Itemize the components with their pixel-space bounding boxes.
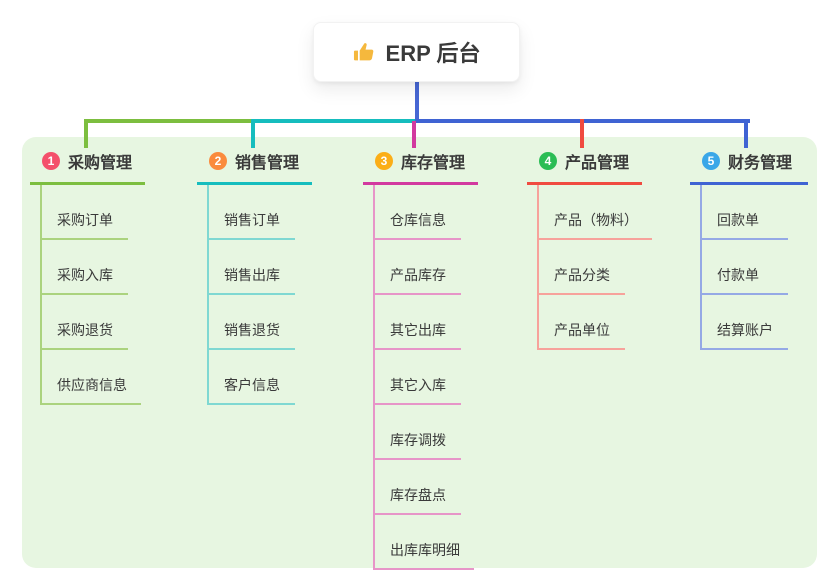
node-item[interactable]: 销售订单 xyxy=(207,185,295,240)
branch-items: 仓库信息产品库存其它出库其它入库库存调拨库存盘点出库库明细 xyxy=(373,185,478,570)
branch-label: 财务管理 xyxy=(728,155,793,172)
node-item[interactable]: 产品单位 xyxy=(537,295,625,350)
branch-items: 销售订单销售出库销售退货客户信息 xyxy=(207,185,312,405)
node-item[interactable]: 销售退货 xyxy=(207,295,295,350)
node-item[interactable]: 产品分类 xyxy=(537,240,625,295)
root-stem-line xyxy=(415,82,419,123)
node-item[interactable]: 结算账户 xyxy=(700,295,788,350)
branches-panel xyxy=(22,137,817,568)
branch-node[interactable]: 4 产品管理 xyxy=(527,143,642,185)
branch-number-badge: 3 xyxy=(375,152,393,170)
root-node[interactable]: ERP 后台 xyxy=(313,22,520,82)
node-item[interactable]: 库存盘点 xyxy=(373,460,461,515)
node-item[interactable]: 采购入库 xyxy=(40,240,128,295)
branch-label: 产品管理 xyxy=(565,155,630,172)
branch-label: 销售管理 xyxy=(235,155,300,172)
node-item[interactable]: 产品（物料） xyxy=(537,185,652,240)
branch-4: 4 产品管理产品（物料）产品分类产品单位 xyxy=(527,143,652,350)
node-item[interactable]: 库存调拨 xyxy=(373,405,461,460)
branch-label: 库存管理 xyxy=(401,155,466,172)
branch-number-badge: 4 xyxy=(539,152,557,170)
branch-spine-line xyxy=(373,185,375,570)
branch-drop-line xyxy=(580,119,584,148)
branch-spine-line xyxy=(700,185,702,350)
root-label: ERP 后台 xyxy=(385,41,481,66)
node-item[interactable]: 回款单 xyxy=(700,185,788,240)
branch-items: 回款单付款单结算账户 xyxy=(700,185,808,350)
node-item[interactable]: 其它出库 xyxy=(373,295,461,350)
trunk-segment-teal xyxy=(255,119,415,123)
trunk-segment-green xyxy=(86,119,255,123)
branch-label: 采购管理 xyxy=(68,155,133,172)
node-item[interactable]: 供应商信息 xyxy=(40,350,141,405)
branch-1: 1 采购管理采购订单采购入库采购退货供应商信息 xyxy=(30,143,145,405)
branch-items: 产品（物料）产品分类产品单位 xyxy=(537,185,652,350)
branch-drop-line xyxy=(251,119,255,148)
node-item[interactable]: 客户信息 xyxy=(207,350,295,405)
node-item[interactable]: 采购订单 xyxy=(40,185,128,240)
branch-drop-line xyxy=(84,119,88,148)
node-item[interactable]: 仓库信息 xyxy=(373,185,461,240)
branch-drop-line xyxy=(412,121,416,148)
thumbs-up-icon xyxy=(353,42,373,60)
node-item[interactable]: 采购退货 xyxy=(40,295,128,350)
branch-node[interactable]: 1 采购管理 xyxy=(30,143,145,185)
branch-5: 5 财务管理回款单付款单结算账户 xyxy=(690,143,808,350)
branch-number-badge: 1 xyxy=(42,152,60,170)
branch-number-badge: 5 xyxy=(702,152,720,170)
branch-node[interactable]: 5 财务管理 xyxy=(690,143,808,185)
branch-spine-line xyxy=(207,185,209,405)
node-item[interactable]: 销售出库 xyxy=(207,240,295,295)
node-item[interactable]: 出库库明细 xyxy=(373,515,474,570)
branch-node[interactable]: 2 销售管理 xyxy=(197,143,312,185)
branch-spine-line xyxy=(40,185,42,405)
branch-number-badge: 2 xyxy=(209,152,227,170)
node-item[interactable]: 付款单 xyxy=(700,240,788,295)
branch-node[interactable]: 3 库存管理 xyxy=(363,143,478,185)
branch-drop-line xyxy=(744,119,748,148)
branch-2: 2 销售管理销售订单销售出库销售退货客户信息 xyxy=(197,143,312,405)
branch-spine-line xyxy=(537,185,539,350)
branch-items: 采购订单采购入库采购退货供应商信息 xyxy=(40,185,145,405)
branch-3: 3 库存管理仓库信息产品库存其它出库其它入库库存调拨库存盘点出库库明细 xyxy=(363,143,478,570)
node-item[interactable]: 产品库存 xyxy=(373,240,461,295)
node-item[interactable]: 其它入库 xyxy=(373,350,461,405)
